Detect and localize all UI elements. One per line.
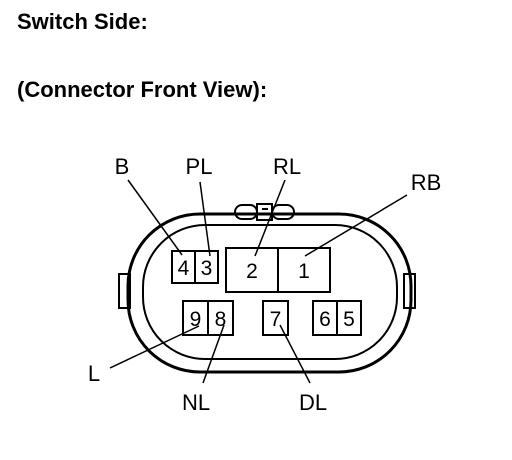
leader-line-l: [109, 325, 200, 369]
pin-number-5: 5: [343, 308, 355, 331]
side-tab-left: [118, 273, 131, 309]
pin-number-1: 1: [298, 260, 310, 283]
connector-housing-outer: [126, 212, 413, 374]
pin-box-5: [336, 300, 362, 336]
pin-box-1: [277, 247, 331, 293]
label-l: L: [88, 361, 100, 386]
label-dl: DL: [299, 390, 327, 415]
label-nl: NL: [182, 390, 210, 415]
pin-number-3: 3: [201, 257, 213, 280]
pin-number-7: 7: [270, 308, 282, 331]
pin-number-2: 2: [246, 260, 258, 283]
label-rb: RB: [411, 170, 442, 195]
label-pl: PL: [186, 154, 213, 179]
leader-line-pl: [199, 181, 211, 257]
pin-box-3: [194, 250, 219, 284]
pin-number-6: 6: [319, 308, 331, 331]
leader-line-rl: [254, 179, 286, 257]
leader-line-nl: [202, 324, 225, 384]
leader-line-b: [127, 179, 183, 256]
connector-housing-inner: [142, 224, 398, 360]
pin-number-4: 4: [178, 257, 190, 280]
pin-number-9: 9: [190, 308, 202, 331]
label-rl: RL: [273, 154, 301, 179]
leader-line-rb: [304, 194, 408, 257]
side-tab-right: [403, 273, 416, 309]
leader-line-dl: [279, 324, 311, 384]
label-b: B: [115, 154, 130, 179]
pin-number-8: 8: [215, 308, 227, 331]
view-subtitle: (Connector Front View):: [17, 77, 268, 102]
pin-box-7: [262, 300, 289, 336]
lock-tab: [234, 203, 295, 221]
page-title: Switch Side:: [17, 9, 148, 34]
